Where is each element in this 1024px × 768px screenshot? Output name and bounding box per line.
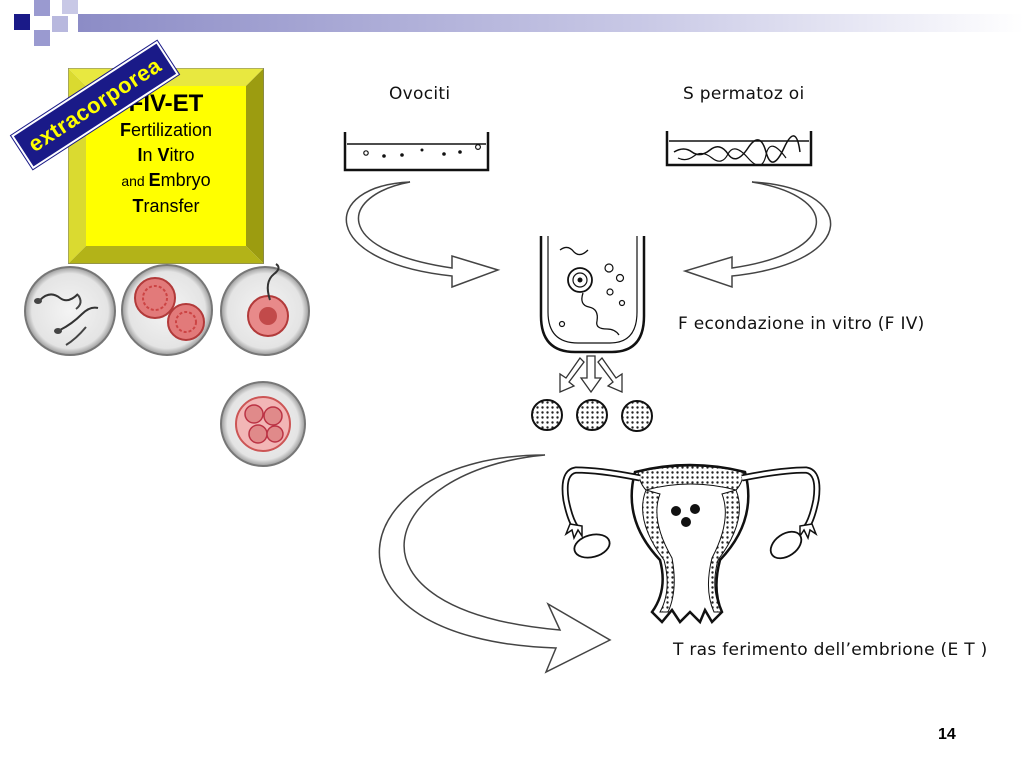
acronym-line-in-vitro: In Vitro	[137, 145, 195, 165]
arrow-oocytes-to-tube	[345, 181, 501, 289]
fertilization-label: F econdazione in vitro (F IV)	[678, 314, 925, 334]
acronym-line-fertilization: Fertilization	[119, 120, 213, 140]
page-number: 14	[938, 726, 956, 743]
photo-embryo	[220, 381, 306, 467]
division-arrows	[559, 355, 623, 394]
oocyte-dish	[343, 132, 490, 172]
photo-sperm	[24, 266, 116, 356]
sperm-label: S permatoz oi	[683, 84, 805, 104]
embryos	[531, 399, 653, 432]
uterus-diagram	[561, 463, 821, 625]
oocytes-label: Ovociti	[389, 84, 451, 104]
acronym-line-transfer: Transfer	[132, 196, 200, 216]
acronym-box: FIV-ET Fertilization In Vitro and Embryo…	[85, 90, 247, 219]
fertilization-tube	[539, 236, 646, 354]
photo-fertilization	[220, 263, 310, 356]
arrow-sperm-to-tube	[682, 181, 832, 289]
embryo-transfer-label: T ras ferimento dell’embrione (E T )	[673, 640, 988, 660]
acronym-line-embryo: and Embryo	[121, 170, 211, 190]
sperm-dish	[665, 131, 813, 167]
arrow-embryos-to-uterus	[378, 454, 612, 674]
top-decoration	[14, 0, 1024, 46]
photo-oocytes	[121, 264, 213, 356]
